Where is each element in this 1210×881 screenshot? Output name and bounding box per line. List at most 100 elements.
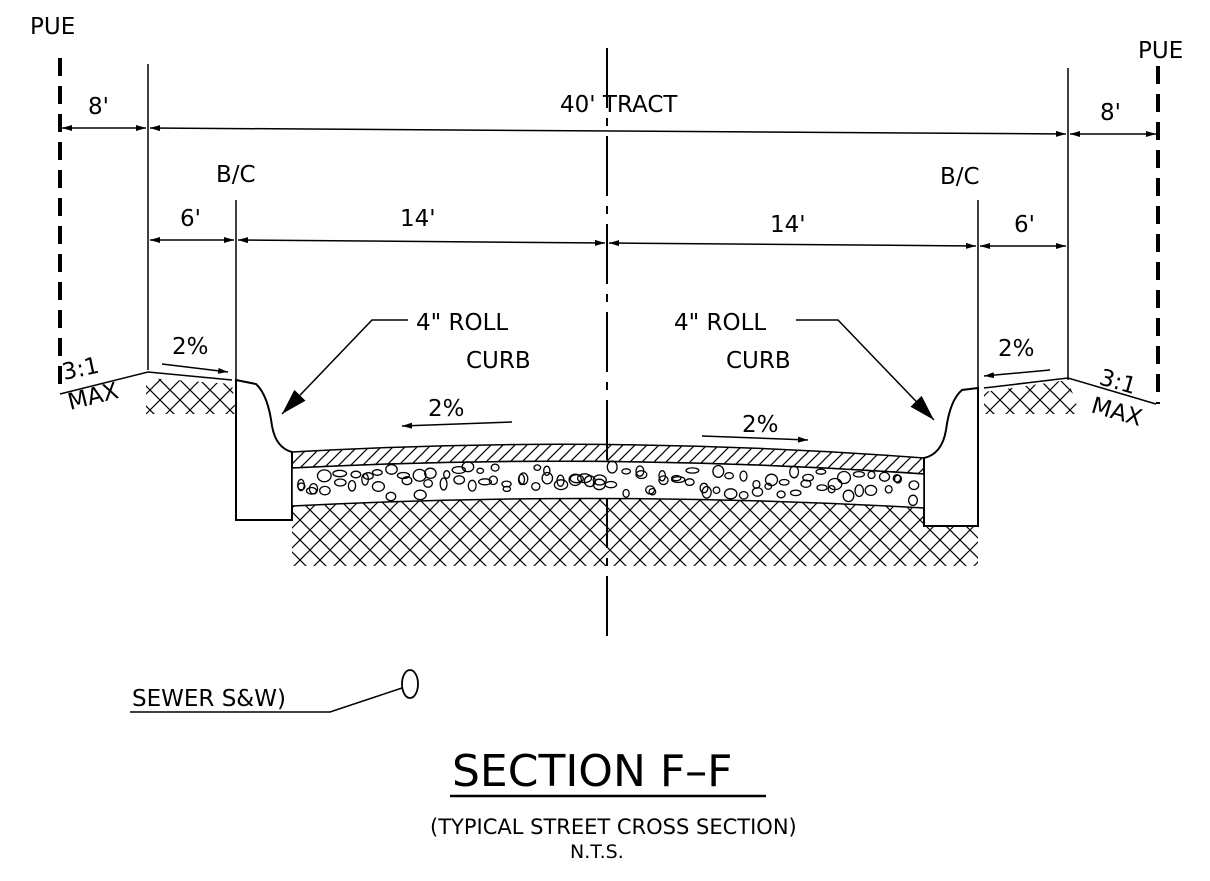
gravel-stone bbox=[533, 464, 542, 471]
curb-leader-right bbox=[796, 319, 935, 421]
gravel-stone bbox=[347, 479, 357, 492]
gravel-stone bbox=[864, 484, 878, 497]
dim-tract-line bbox=[149, 125, 1067, 137]
slope-arrow-walk-left bbox=[161, 363, 229, 374]
gravel-stone bbox=[350, 470, 362, 479]
gravel-stone bbox=[908, 480, 920, 491]
gravel-stone bbox=[319, 485, 331, 496]
gravel-stone bbox=[443, 470, 451, 479]
gravel-stone bbox=[385, 463, 398, 475]
slope-arrow-road-right bbox=[701, 435, 809, 443]
slope-arrow-road-left bbox=[401, 421, 513, 429]
gravel-stone bbox=[412, 468, 427, 482]
dim-14-right-label: 14' bbox=[770, 212, 806, 238]
gravel-stone bbox=[685, 467, 700, 474]
gravel-stone bbox=[543, 465, 551, 477]
gravel-stone bbox=[423, 478, 434, 488]
gravel-stone bbox=[396, 471, 411, 480]
gravel-stone bbox=[884, 484, 893, 494]
slope-arrow-walk-right bbox=[983, 369, 1051, 379]
bc-left-label: B/C bbox=[216, 162, 256, 188]
gravel-stone bbox=[576, 473, 593, 484]
gravel-stone bbox=[802, 473, 815, 482]
gravel-stone bbox=[385, 491, 397, 502]
curb-leader-left bbox=[281, 319, 408, 415]
ratio-left-label: 3:1 bbox=[60, 353, 102, 386]
gravel-stone bbox=[592, 474, 607, 486]
gravel-stone bbox=[836, 470, 852, 485]
gravel-stone bbox=[621, 468, 632, 475]
dim-8-left-label: 8' bbox=[88, 94, 109, 120]
gravel-stone bbox=[712, 464, 725, 478]
gravel-stone bbox=[684, 478, 695, 487]
subgrade-hatch bbox=[292, 498, 978, 566]
gravel-stone bbox=[439, 477, 448, 491]
dim-8-right-label: 8' bbox=[1100, 100, 1121, 126]
gravel-stone bbox=[671, 474, 682, 482]
gravel-stone bbox=[701, 485, 712, 499]
gravel-stone bbox=[816, 484, 828, 492]
gravel-stone bbox=[724, 471, 735, 480]
gravel-stone bbox=[451, 465, 467, 475]
curb-left-label-line1: 4" ROLL bbox=[416, 310, 508, 336]
soil-hatch-left bbox=[146, 378, 236, 414]
gravel-stone bbox=[723, 488, 738, 500]
sewer-leader bbox=[130, 687, 403, 713]
gravel-stone bbox=[907, 494, 919, 507]
pue-right-label: PUE bbox=[1138, 38, 1183, 64]
section-scale: N.T.S. bbox=[570, 841, 624, 863]
dim-6-right-label: 6' bbox=[1014, 212, 1035, 238]
gravel-stone bbox=[297, 478, 305, 492]
slope-walk-right-label: 2% bbox=[998, 336, 1035, 362]
gravel-stone bbox=[531, 481, 541, 491]
gravel-stone bbox=[764, 482, 773, 490]
slope-road-left-label: 2% bbox=[428, 396, 465, 422]
gravel-stone bbox=[401, 476, 413, 486]
gravel-stone bbox=[488, 475, 499, 486]
gravel-stone bbox=[658, 475, 669, 486]
gravel-stone bbox=[553, 479, 569, 491]
gravel-stone bbox=[789, 489, 802, 497]
curb-right-label-line2: CURB bbox=[726, 348, 791, 374]
curb-left-label-line2: CURB bbox=[466, 348, 531, 374]
gravel-stone bbox=[712, 486, 721, 495]
gravel-stone bbox=[699, 482, 709, 494]
dim-6-left-label: 6' bbox=[180, 206, 201, 232]
dim-14-left-line bbox=[237, 237, 606, 246]
gravel-stone bbox=[893, 474, 903, 484]
pue-left-label: PUE bbox=[30, 14, 75, 40]
curb-left bbox=[235, 378, 293, 521]
gravel-stone bbox=[635, 470, 648, 480]
gravel-stone bbox=[568, 473, 582, 487]
gravel-stone bbox=[461, 461, 475, 473]
gravel-stone bbox=[738, 490, 749, 500]
section-subtitle: (TYPICAL STREET CROSS SECTION) bbox=[430, 815, 797, 839]
section-title: SECTION F–F bbox=[452, 746, 732, 797]
gravel-stone bbox=[739, 470, 748, 482]
curb-right-label-line1: 4" ROLL bbox=[674, 310, 766, 336]
gravel-stone bbox=[751, 486, 764, 497]
gravel-stone bbox=[371, 481, 386, 492]
slope-walk-left-label: 2% bbox=[172, 334, 209, 360]
soil-hatch-right bbox=[984, 380, 1080, 414]
side-slope-left bbox=[59, 371, 233, 395]
gravel-stone bbox=[477, 478, 493, 486]
gravel-stone bbox=[827, 477, 843, 491]
gravel-stone bbox=[815, 468, 827, 475]
gravel-stone bbox=[413, 489, 427, 501]
gravel-stone bbox=[764, 473, 779, 487]
curb-right bbox=[923, 386, 979, 527]
gravel-stone bbox=[648, 487, 657, 496]
gravel-stone bbox=[305, 486, 318, 495]
gravel-stone bbox=[518, 472, 529, 486]
gravel-stone bbox=[604, 480, 618, 489]
gravel-stone bbox=[778, 478, 790, 486]
tract-label: 40' TRACT bbox=[560, 92, 678, 118]
gravel-stone bbox=[371, 469, 383, 476]
gravel-stone bbox=[501, 480, 512, 488]
gravel-stone bbox=[424, 467, 437, 480]
gravel-stone bbox=[332, 469, 348, 478]
dim-14-left-label: 14' bbox=[400, 206, 436, 232]
bc-right-label: B/C bbox=[940, 164, 980, 190]
